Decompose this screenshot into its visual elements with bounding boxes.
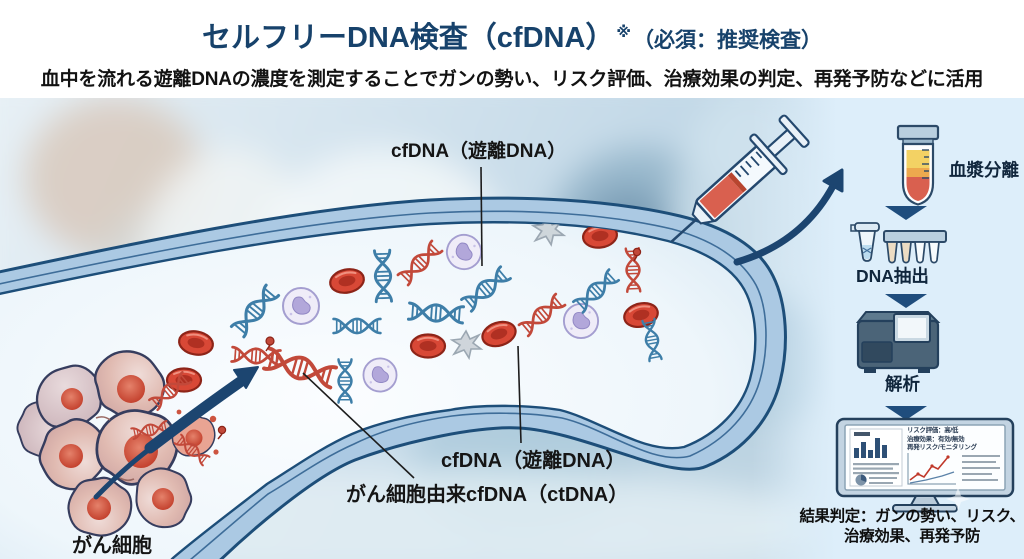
microtube-icon [850, 222, 880, 262]
escaping-ctdna [130, 370, 227, 467]
pcr-strip-icon [883, 230, 947, 264]
cancer-cell-cluster [6, 344, 221, 552]
report-chart [907, 453, 1000, 485]
page-title: セルフリーDNA検査（cfDNA）※（必須：推奨検査） [0, 14, 1024, 56]
white-blood-cell-icon [362, 357, 398, 393]
curved-arrow-icon [733, 168, 844, 266]
pointer-line [480, 166, 483, 267]
pointer-line [517, 345, 522, 444]
subtitle: 血中を流れる遊離DNAの濃度を測定することでガンの勢い、リスク評価、治療効果の判… [40, 69, 984, 90]
pointer-line [302, 372, 415, 479]
title-reference-mark: ※ [616, 24, 632, 41]
syringe-icon [670, 114, 810, 243]
label-plasma-separation: 血漿分離 [949, 160, 1019, 180]
label-cfdna-top: cfDNA（遊離DNA） [391, 141, 567, 162]
sequencer-icon [855, 311, 941, 373]
down-arrow-icon [885, 294, 927, 308]
result-line-1: 結果判定：ガンの勢い、リスク、 [799, 508, 1024, 525]
report-line: 再発リスク/モニタリング [907, 444, 977, 452]
title-note: （必須：推奨検査） [633, 29, 823, 52]
monitor-report-text: リスク評価：高/低 治療効果：有効/無効 再発リスク/モニタリング [907, 427, 1003, 453]
title-main: セルフリーDNA検査（cfDNA） [201, 22, 615, 54]
label-ctdna: がん細胞由来cfDNA（ctDNA） [346, 484, 629, 506]
report-line: 治療効果：有効/無効 [907, 435, 965, 443]
centrifuge-tube-icon [896, 124, 940, 206]
down-arrow-icon [885, 206, 927, 220]
result-judgement-text: 結果判定：ガンの勢い、リスク、 治療効果、再発予防 [798, 507, 1024, 547]
label-dna-extraction: DNA抽出 [856, 266, 929, 286]
release-arrow-icon [93, 366, 259, 500]
result-line-2: 治療効果、再発予防 [844, 528, 980, 545]
header: セルフリーDNA検査（cfDNA）※（必須：推奨検査） 血中を流れる遊離DNAの… [0, 0, 1024, 98]
cfdna-helix-icon [337, 358, 353, 404]
report-line: リスク評価：高/低 [907, 427, 959, 434]
white-blood-cell-icon [282, 287, 320, 325]
label-cancer-cells: がん細胞 [72, 535, 152, 557]
down-arrow-icon [885, 406, 927, 420]
label-cfdna-mid: cfDNA（遊離DNA） [441, 450, 626, 472]
pointer-lines [302, 166, 522, 479]
red-blood-cell-icon [409, 333, 447, 359]
monitor-icon [835, 417, 1015, 513]
blood-contents [165, 222, 663, 404]
label-analysis: 解析 [885, 374, 920, 394]
sparkle [946, 487, 970, 511]
cfdna-helix-icon [332, 317, 382, 335]
report-card [849, 428, 903, 487]
white-blood-cell-icon [562, 302, 600, 340]
